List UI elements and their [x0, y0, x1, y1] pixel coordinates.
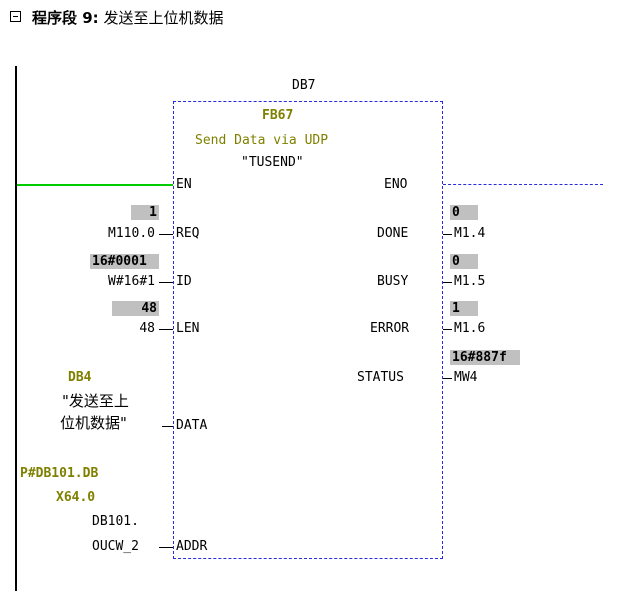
len-online-value: 48	[112, 301, 159, 316]
error-wire-stub	[443, 329, 452, 330]
done-online-value: 0	[450, 205, 478, 220]
function-block-box[interactable]	[173, 101, 443, 559]
error-operand[interactable]: M1.6	[454, 321, 486, 336]
status-operand[interactable]: MW4	[454, 370, 478, 385]
pin-done: DONE	[377, 226, 409, 241]
req-operand[interactable]: M110.0	[108, 226, 155, 241]
done-wire-stub	[443, 234, 452, 235]
req-wire-stub	[159, 234, 173, 235]
pin-eno: ENO	[384, 177, 408, 192]
network-number: 程序段 9	[32, 9, 93, 27]
pin-error: ERROR	[370, 321, 410, 336]
id-operand[interactable]: W#16#1	[108, 274, 155, 289]
eno-wire	[443, 184, 603, 185]
instance-db-label[interactable]: DB7	[292, 78, 316, 93]
status-wire-stub	[443, 378, 452, 379]
pin-req: REQ	[176, 226, 200, 241]
addr-symbol-line2[interactable]: OUCW_2	[92, 539, 139, 554]
pin-data: DATA	[176, 418, 208, 433]
power-rail	[15, 66, 17, 591]
busy-operand[interactable]: M1.5	[454, 274, 486, 289]
fb-symbol: "TUSEND"	[241, 155, 304, 170]
collapse-network-icon[interactable]	[10, 11, 21, 22]
network-title: 程序段 9: 发送至上位机数据	[32, 7, 223, 28]
network-comment: 发送至上位机数据	[103, 9, 224, 27]
data-symbol-line2[interactable]: 位机数据"	[60, 414, 127, 432]
id-online-value: 16#0001	[90, 254, 159, 269]
req-online-value: 1	[131, 205, 159, 220]
data-wire-stub	[162, 426, 173, 427]
done-operand[interactable]: M1.4	[454, 226, 486, 241]
pin-addr: ADDR	[176, 539, 208, 554]
addr-wire-stub	[159, 547, 173, 548]
status-online-value: 16#887f	[450, 350, 520, 365]
fb-description: Send Data via UDP	[195, 133, 329, 148]
addr-symbol-line1[interactable]: DB101.	[92, 514, 139, 529]
en-power-flow-wire	[17, 184, 173, 186]
addr-pointer-line2: X64.0	[56, 490, 96, 505]
addr-pointer-line1: P#DB101.DB	[20, 466, 99, 481]
len-wire-stub	[159, 329, 173, 330]
data-db-label: DB4	[68, 370, 92, 385]
id-wire-stub	[159, 282, 173, 283]
pin-len: LEN	[176, 321, 200, 336]
pin-en: EN	[176, 177, 192, 192]
busy-wire-stub	[443, 282, 452, 283]
data-symbol-line1[interactable]: "发送至上	[62, 392, 129, 410]
busy-online-value: 0	[450, 254, 478, 269]
pin-busy: BUSY	[377, 274, 409, 289]
pin-id: ID	[176, 274, 192, 289]
fb-number-label: FB67	[262, 108, 294, 123]
len-operand[interactable]: 48	[139, 321, 155, 336]
network-colon: :	[92, 9, 99, 27]
pin-status: STATUS	[357, 370, 404, 385]
error-online-value: 1	[450, 301, 478, 316]
